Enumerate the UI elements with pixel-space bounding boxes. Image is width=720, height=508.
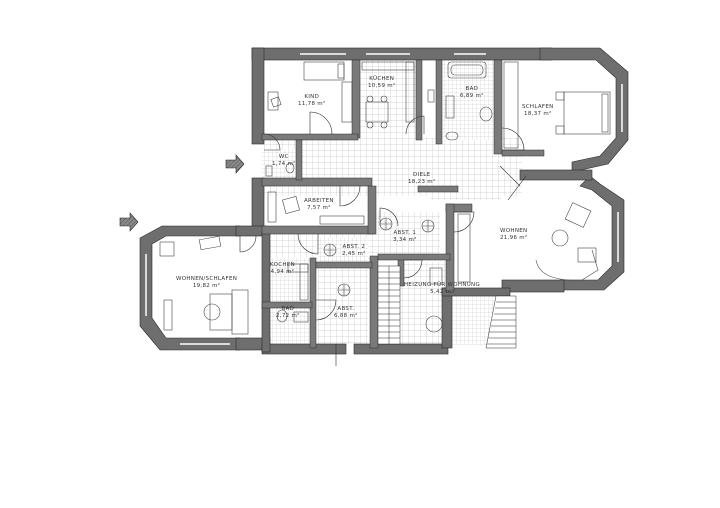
room-label-heizung: HEIZUNG FÜR WOHNUNG 5,42 m² xyxy=(404,282,480,296)
abst-floor xyxy=(318,266,368,344)
room-area: 2,45 m² xyxy=(342,251,366,257)
entrance-arrow-icon xyxy=(225,154,245,174)
north-arrow-icon xyxy=(119,212,139,232)
staircase xyxy=(377,265,401,345)
room-label-kuechen: KÜCHEN 10,59 m² xyxy=(368,76,395,90)
room-area: 10,59 m² xyxy=(368,83,396,89)
room-area: 18,23 m² xyxy=(408,179,436,185)
room-name: WOHNEN/SCHLAFEN xyxy=(176,276,238,282)
room-area: 6,89 m² xyxy=(460,93,484,99)
room-label-abst2: ABST. 2 2,45 m² xyxy=(342,244,366,258)
room-label-schlafen: SCHLAFEN 18,37 m² xyxy=(522,104,554,118)
room-label-kind: KIND 11,78 m² xyxy=(298,94,325,108)
room-label-diele: DIELE 18,23 m² xyxy=(408,172,435,186)
room-name: SCHLAFEN xyxy=(522,104,554,110)
room-area: 2,72 m² xyxy=(276,313,300,319)
room-label-abst: ABST. 6,88 m² xyxy=(334,306,358,320)
room-area: 6,88 m² xyxy=(334,313,358,319)
room-name: KÜCHEN xyxy=(369,76,395,82)
kochen-floor xyxy=(268,258,310,308)
room-name: ABST. xyxy=(337,306,355,312)
room-label-kochen: KOCHEN 4,94 m² xyxy=(270,262,295,276)
room-area: 3,34 m² xyxy=(393,237,417,243)
room-area: 11,78 m² xyxy=(298,101,326,107)
room-name: BAD xyxy=(281,306,295,312)
entrance-stairs xyxy=(485,295,517,349)
abst1-floor xyxy=(378,212,440,256)
room-area: 18,37 m² xyxy=(524,111,552,117)
room-name: ABST. 2 xyxy=(342,244,366,250)
room-label-wc: WC 1,74 m² xyxy=(272,154,296,168)
room-area: 4,94 m² xyxy=(270,269,295,275)
room-area: 21,96 m² xyxy=(500,235,528,241)
room-label-abst1: ABST. 1 3,34 m² xyxy=(393,230,417,244)
bad2-floor xyxy=(268,308,310,344)
room-label-bad2: BAD 2,72 m² xyxy=(276,306,300,320)
room-area: 19,82 m² xyxy=(192,283,221,289)
room-area: 1,74 m² xyxy=(272,161,296,167)
interior-walls xyxy=(261,59,545,349)
heizung-floor xyxy=(400,262,448,344)
room-label-wohnenschlafen: WOHNEN/SCHLAFEN 19,82 m² xyxy=(176,276,237,290)
room-name: BAD xyxy=(465,86,479,92)
room-name: ABST. 1 xyxy=(393,230,417,236)
room-label-bad: BAD 6,89 m² xyxy=(460,86,484,100)
furniture xyxy=(145,53,623,345)
wc-floor xyxy=(262,150,297,178)
room-area: 7,57 m² xyxy=(307,205,331,211)
room-label-arbeiten: ARBEITEN 7,57 m² xyxy=(304,198,334,212)
doors xyxy=(239,111,527,366)
room-name: KOCHEN xyxy=(270,262,296,268)
room-name: ARBEITEN xyxy=(304,198,334,204)
room-name: KIND xyxy=(304,94,320,100)
abst2-floor xyxy=(318,238,368,264)
tiled-floors xyxy=(262,60,522,345)
room-name: HEIZUNG FÜR WOHNUNG xyxy=(404,282,481,288)
room-area: 5,42 m² xyxy=(430,289,454,295)
room-name: WOHNEN xyxy=(500,228,528,234)
room-label-wohnen: WOHNEN 21,96 m² xyxy=(500,228,527,242)
room-name: WC xyxy=(278,154,289,160)
kitchen-floor xyxy=(358,60,418,138)
bath-floor xyxy=(438,60,496,140)
room-name: DIELE xyxy=(413,172,431,178)
